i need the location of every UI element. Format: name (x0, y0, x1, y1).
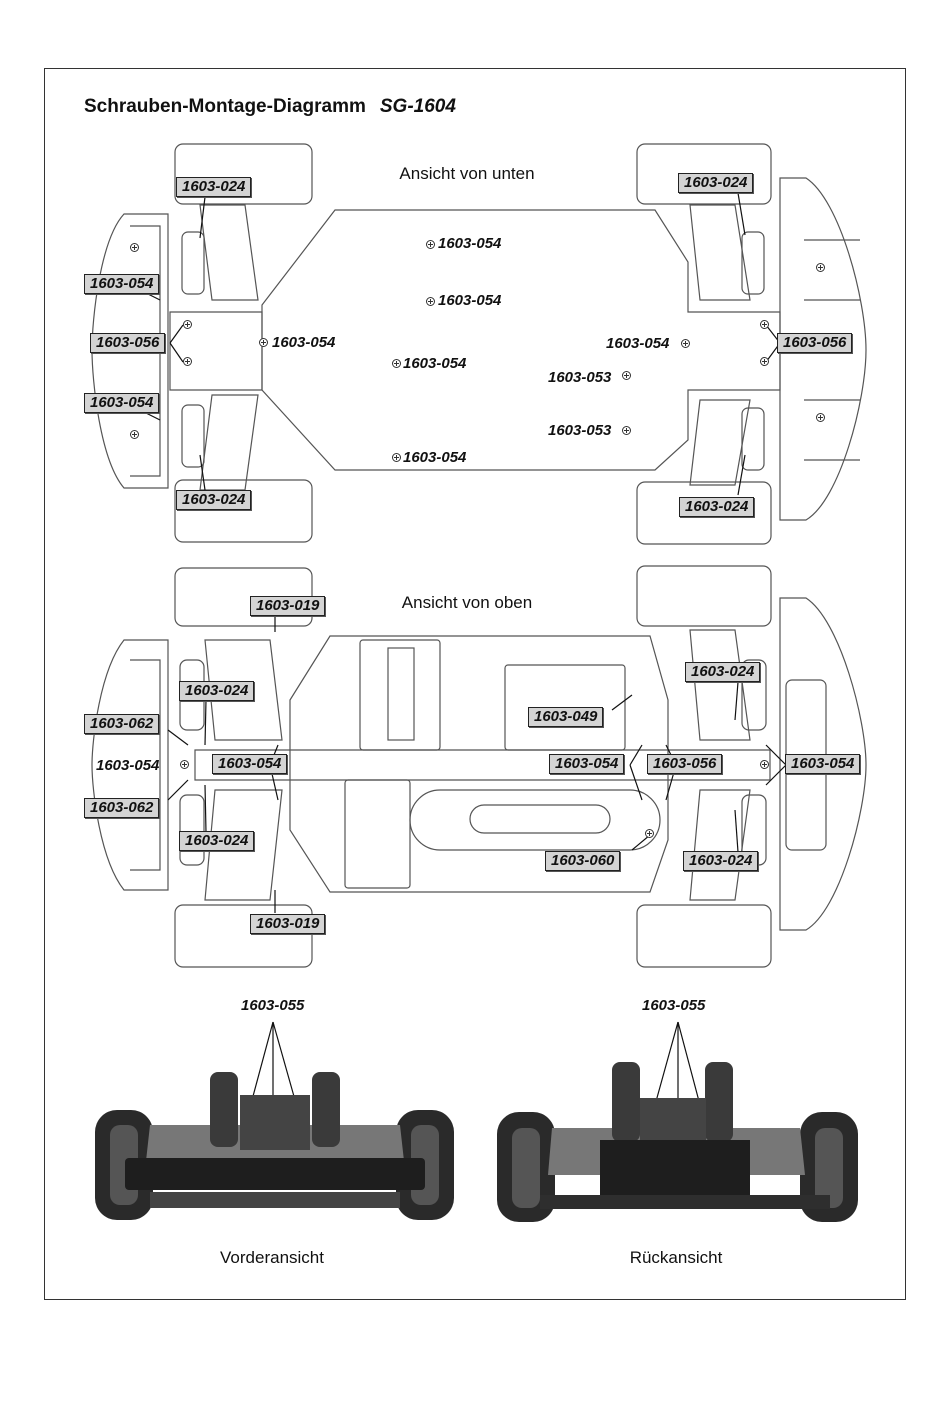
screw-icon (180, 760, 189, 769)
screw-icon (259, 338, 268, 347)
part-label: 1603-054 (212, 754, 288, 774)
part-label: 1603-024 (179, 681, 255, 701)
part-label: 1603-055 (642, 997, 706, 1014)
page-frame (44, 68, 906, 1300)
title-text: Schrauben-Montage-Diagramm (84, 96, 366, 117)
screw-icon (426, 297, 435, 306)
part-label: 1603-024 (683, 851, 759, 871)
part-label: 1603-024 (678, 173, 754, 193)
model-number: SG-1604 (379, 96, 456, 117)
screw-icon (183, 357, 192, 366)
screw-icon (392, 359, 401, 368)
screw-icon (130, 430, 139, 439)
part-label: 1603-054 (84, 274, 160, 294)
part-label: 1603-019 (250, 596, 326, 616)
part-label: 1603-024 (176, 490, 252, 510)
part-label: 1603-062 (84, 714, 160, 734)
screw-icon (183, 320, 192, 329)
part-label: 1603-062 (84, 798, 160, 818)
part-label: 1603-024 (179, 831, 255, 851)
screw-icon (426, 240, 435, 249)
page-title: Schrauben-Montage-Diagramm SG-1604 (84, 96, 456, 118)
screw-icon (681, 339, 690, 348)
leader-lines (139, 192, 787, 1106)
part-label: 1603-055 (241, 997, 305, 1014)
caption-bottom-view: Ansicht von unten (399, 164, 535, 183)
bottom-view-drawing (91, 143, 867, 545)
screw-icon (645, 829, 654, 838)
part-label: 1603-024 (176, 177, 252, 197)
front-view-photo (95, 1072, 454, 1220)
part-label: 1603-056 (777, 333, 853, 353)
screw-icon (392, 453, 401, 462)
screw-icon (130, 243, 139, 252)
rear-view-photo (497, 1062, 858, 1222)
part-label: 1603-024 (679, 497, 755, 517)
part-label: 1603-053 (548, 422, 612, 439)
caption-rear-view: Rückansicht (629, 1248, 723, 1267)
screw-icon (760, 760, 769, 769)
part-label: 1603-049 (528, 707, 604, 727)
top-view-drawing (91, 565, 867, 968)
part-label: 1603-060 (545, 851, 621, 871)
screw-icon (816, 413, 825, 422)
part-label: 1603-054 (549, 754, 625, 774)
screw-icon (760, 357, 769, 366)
part-label: 1603-054 (403, 355, 467, 372)
part-label: 1603-056 (90, 333, 166, 353)
part-label: 1603-054 (84, 393, 160, 413)
part-label: 1603-056 (647, 754, 723, 774)
part-label: 1603-054 (96, 757, 160, 774)
part-label: 1603-054 (438, 235, 502, 252)
part-label: 1603-053 (548, 369, 612, 386)
screw-icon (622, 426, 631, 435)
part-label: 1603-054 (438, 292, 502, 309)
screw-icon (760, 320, 769, 329)
screw-icon (622, 371, 631, 380)
part-label: 1603-054 (272, 334, 336, 351)
part-label: 1603-054 (785, 754, 861, 774)
caption-front-view: Vorderansicht (220, 1248, 324, 1267)
part-label: 1603-054 (403, 449, 467, 466)
part-label: 1603-024 (685, 662, 761, 682)
screw-icon (816, 263, 825, 272)
part-label: 1603-054 (606, 335, 670, 352)
caption-top-view: Ansicht von oben (401, 593, 533, 612)
part-label: 1603-019 (250, 914, 326, 934)
